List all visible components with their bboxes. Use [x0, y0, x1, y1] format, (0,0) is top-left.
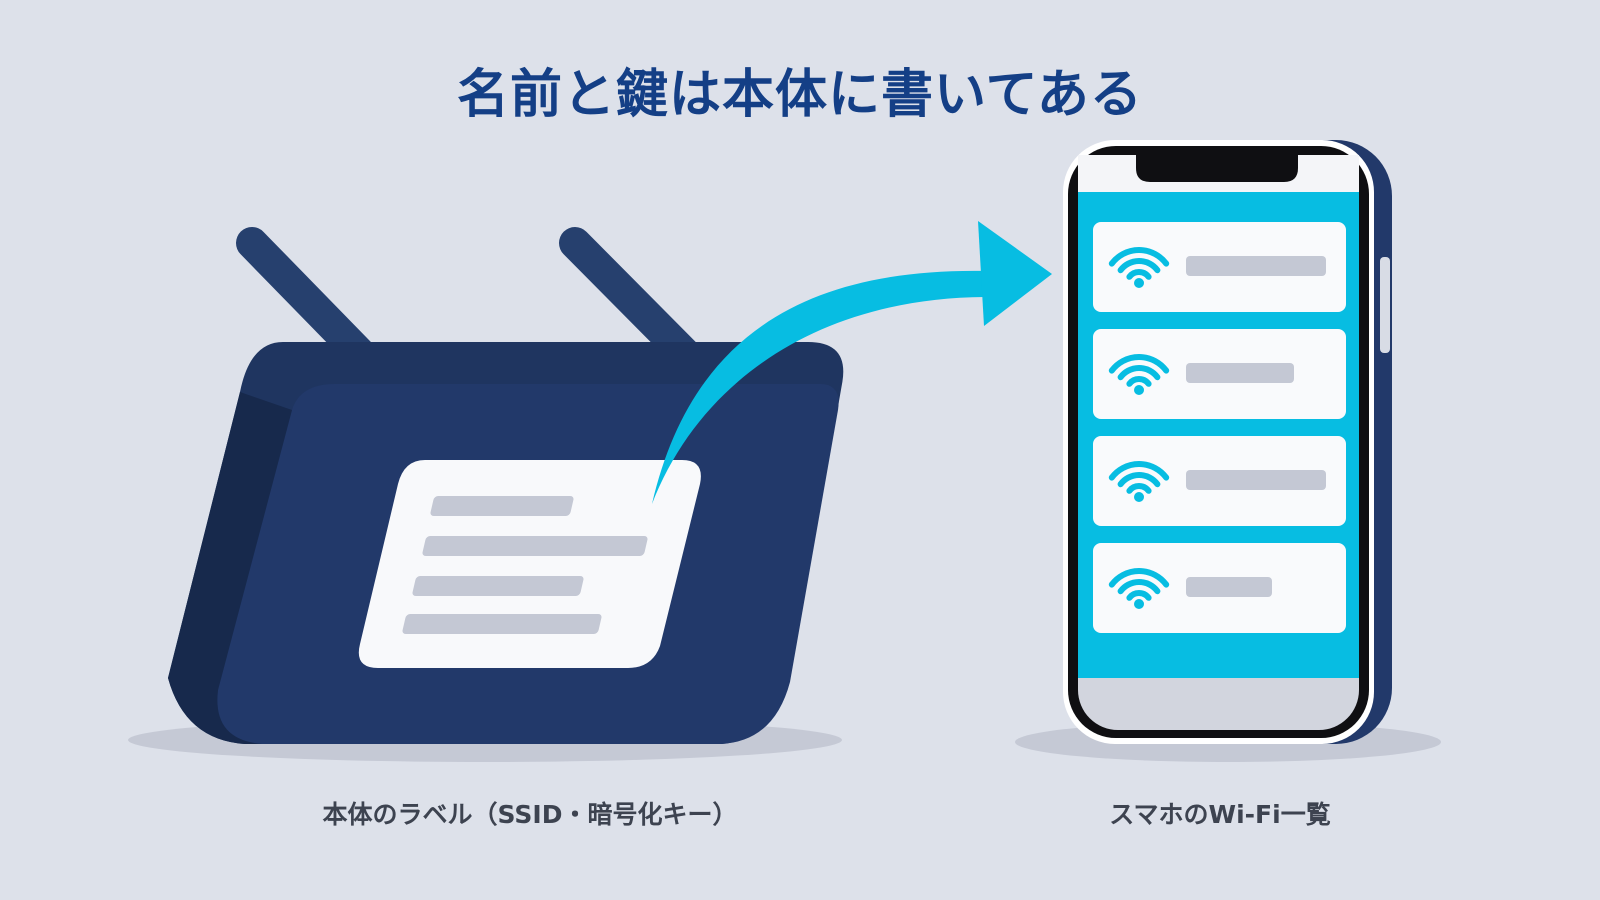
smartphone: [1063, 140, 1392, 744]
phone-notch: [1136, 152, 1298, 182]
page-title: 名前と鍵は本体に書いてある: [457, 65, 1143, 125]
wifi-network-name-placeholder: [1186, 470, 1326, 490]
curved-arrow-head: [978, 221, 1052, 326]
wifi-icon: [1108, 247, 1170, 288]
wifi-icon: [1108, 354, 1170, 395]
wifi-network-row[interactable]: [1093, 329, 1346, 419]
wifi-icon: [1108, 461, 1170, 502]
router-side-shade: [168, 392, 292, 744]
curved-arrow: [652, 221, 1052, 504]
wifi-network-name-placeholder: [1186, 363, 1294, 383]
curved-arrow-shaft: [652, 270, 985, 504]
phone-caption: スマホのWi-Fi一覧: [1109, 800, 1331, 829]
router: [168, 227, 844, 744]
wifi-network-row[interactable]: [1093, 543, 1346, 633]
wifi-network-name-placeholder: [1186, 577, 1272, 597]
router-label-card: [358, 460, 701, 668]
wifi-icon: [1108, 568, 1170, 609]
router-caption: 本体のラベル（SSID・暗号化キー）: [322, 800, 738, 829]
label-line-3: [412, 576, 584, 596]
wifi-network-row[interactable]: [1093, 222, 1346, 312]
phone-side-button: [1380, 257, 1390, 353]
wifi-network-row[interactable]: [1093, 436, 1346, 526]
wifi-network-name-placeholder: [1186, 256, 1326, 276]
wifi-network-list: [1093, 222, 1346, 633]
label-line-ssid: [430, 496, 574, 516]
label-line-2: [422, 536, 648, 556]
label-line-key: [402, 614, 602, 634]
